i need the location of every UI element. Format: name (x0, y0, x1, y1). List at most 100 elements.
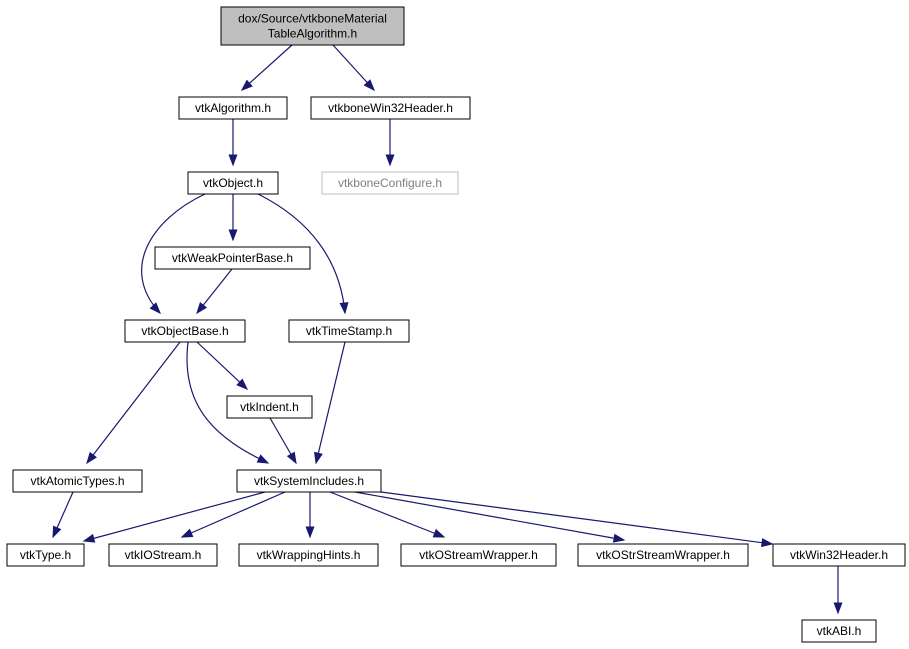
node-sysinc[interactable]: vtkSystemIncludes.h (236, 469, 382, 493)
node-label: vtkAlgorithm.h (195, 101, 271, 115)
edge-line (141, 193, 206, 314)
node-label: vtkboneConfigure.h (338, 176, 442, 190)
edge-line (196, 341, 248, 390)
node-label: vtkType.h (20, 548, 71, 562)
node-box[interactable] (288, 319, 410, 343)
edge-sysinc-to-wrap (305, 492, 315, 539)
node-label: vtkObjectBase.h (141, 324, 228, 338)
edge-line (380, 491, 773, 545)
node-box[interactable] (321, 171, 459, 195)
node-box[interactable] (187, 171, 279, 195)
node-w32bone[interactable]: vtkboneWin32Header.h (310, 96, 471, 120)
node-wrap[interactable]: vtkWrappingHints.h (238, 543, 379, 567)
node-box[interactable] (238, 543, 379, 567)
edges-layer (52, 44, 843, 615)
arrowhead (256, 454, 270, 464)
arrowhead (339, 302, 349, 315)
arrowhead (228, 229, 238, 242)
node-type[interactable]: vtkType.h (6, 543, 85, 567)
node-label: vtkSystemIncludes.h (254, 474, 364, 488)
arrowhead (236, 378, 249, 390)
node-box[interactable] (154, 246, 311, 270)
node-label: vtkIOStream.h (125, 548, 202, 562)
node-label: vtkWeakPointerBase.h (172, 251, 293, 265)
arrowhead (82, 533, 96, 543)
node-box[interactable] (178, 96, 288, 120)
edge-sysinc-to-ostr (354, 491, 626, 543)
node-time[interactable]: vtkTimeStamp.h (288, 319, 410, 343)
node-box[interactable] (12, 469, 143, 493)
edge-line (186, 341, 269, 464)
node-label: vtkWrappingHints.h (257, 548, 361, 562)
node-label: dox/Source/vtkboneMaterial (238, 12, 387, 26)
edge-line (257, 193, 346, 314)
edge-root-to-w32bone (332, 44, 375, 92)
node-ostr[interactable]: vtkOStrStreamWrapper.h (577, 543, 749, 567)
edge-obj-to-time (257, 193, 349, 315)
node-box[interactable] (236, 469, 382, 493)
node-box[interactable] (310, 96, 471, 120)
node-box[interactable] (6, 543, 85, 567)
edge-line (83, 491, 266, 542)
node-label: vtkObject.h (203, 176, 263, 190)
arrowhead (196, 301, 208, 315)
edge-atomic-to-type (52, 491, 74, 539)
node-ostream[interactable]: vtkOStreamWrapper.h (400, 543, 557, 567)
node-box[interactable] (108, 543, 218, 567)
edge-algo-to-obj (228, 119, 238, 167)
edge-weak-to-objbase (196, 268, 233, 315)
arrowhead (52, 525, 62, 539)
node-label: vtkAtomicTypes.h (30, 474, 124, 488)
arrowhead (86, 451, 97, 465)
arrowhead (833, 602, 843, 615)
edge-line (354, 491, 625, 541)
edge-root-to-algo (240, 44, 293, 91)
edge-objbase-to-atomic (86, 341, 181, 465)
edge-sysinc-to-ostream (329, 491, 446, 538)
node-objbase[interactable]: vtkObjectBase.h (124, 319, 246, 343)
node-box[interactable] (226, 395, 313, 419)
node-atomic[interactable]: vtkAtomicTypes.h (12, 469, 143, 493)
edge-line (329, 491, 445, 538)
node-indent[interactable]: vtkIndent.h (226, 395, 313, 419)
node-box[interactable] (772, 543, 906, 567)
arrowhead (240, 79, 253, 91)
arrowhead (228, 154, 238, 167)
arrowhead (385, 154, 395, 167)
edge-sysinc-to-w32 (380, 491, 774, 548)
node-label: vtkOStreamWrapper.h (419, 548, 538, 562)
node-root[interactable]: dox/Source/vtkboneMaterialTableAlgorithm… (220, 6, 405, 46)
arrowhead (432, 528, 446, 538)
edge-objbase-to-sysinc (186, 341, 270, 464)
node-label: vtkIndent.h (240, 400, 299, 414)
node-weak[interactable]: vtkWeakPointerBase.h (154, 246, 311, 270)
edge-indent-to-sysinc (269, 417, 297, 465)
edge-obj-to-objbase (141, 193, 206, 315)
edge-line (181, 491, 286, 538)
node-label: vtkABI.h (817, 624, 862, 638)
node-iostream[interactable]: vtkIOStream.h (108, 543, 218, 567)
edge-obj-to-weak (228, 194, 238, 242)
arrowhead (149, 302, 161, 315)
edge-line (241, 44, 293, 91)
node-label: vtkWin32Header.h (790, 548, 888, 562)
node-label: vtkOStrStreamWrapper.h (596, 548, 730, 562)
node-box[interactable] (400, 543, 557, 567)
edge-objbase-to-indent (196, 341, 249, 390)
node-box[interactable] (124, 319, 246, 343)
node-w32[interactable]: vtkWin32Header.h (772, 543, 906, 567)
node-box[interactable] (220, 6, 405, 46)
edge-line (86, 341, 181, 464)
node-label: vtkTimeStamp.h (306, 324, 392, 338)
edge-line (315, 341, 346, 464)
arrowhead (760, 538, 774, 548)
node-box[interactable] (577, 543, 749, 567)
arrowhead (612, 533, 626, 543)
node-abi[interactable]: vtkABI.h (801, 619, 877, 643)
arrowhead (363, 79, 375, 92)
node-obj[interactable]: vtkObject.h (187, 171, 279, 195)
node-conf[interactable]: vtkboneConfigure.h (321, 171, 459, 195)
node-box[interactable] (801, 619, 877, 643)
node-algo[interactable]: vtkAlgorithm.h (178, 96, 288, 120)
